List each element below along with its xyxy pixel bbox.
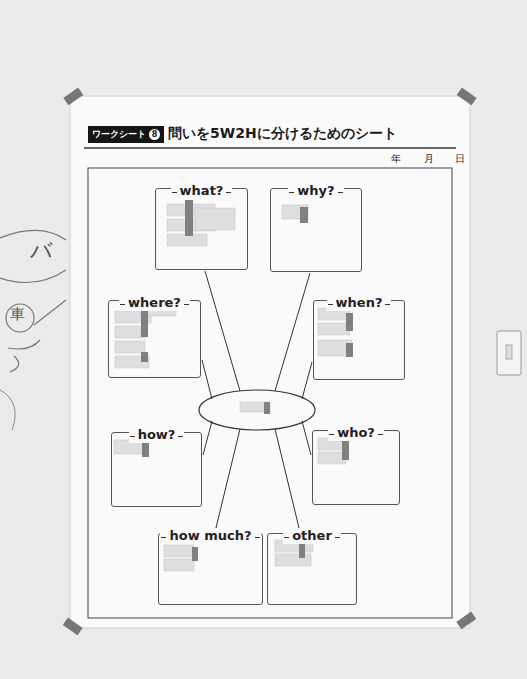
category-heading: other (283, 528, 341, 544)
marker-writing: バ (30, 236, 53, 266)
marker-writing: 車 (10, 305, 25, 324)
category-box: how? (111, 432, 202, 507)
category-heading: who? (328, 425, 384, 441)
date-field: 月 (424, 152, 434, 166)
heading-holder: what? (156, 180, 247, 199)
category-box: other (267, 533, 357, 605)
heading-holder: when? (314, 292, 404, 311)
category-box: who? (312, 430, 400, 505)
category-box: where? (108, 300, 201, 378)
heading-holder: how much? (159, 525, 262, 544)
category-heading: what? (171, 183, 233, 199)
heading-holder: where? (109, 292, 200, 311)
badge-number: 8 (149, 129, 160, 140)
heading-holder: how? (112, 424, 201, 443)
category-heading: where? (119, 295, 190, 311)
sheet-title: 問いを5W2Hに分けるためのシート (168, 125, 397, 143)
category-box: when? (313, 300, 405, 380)
date-field: 日 (455, 152, 465, 166)
category-heading: how? (129, 427, 185, 443)
category-heading: how much? (160, 528, 260, 544)
badge-text: ワークシート (92, 128, 146, 141)
category-box: what? (155, 188, 248, 270)
heading-holder: why? (271, 180, 361, 199)
worksheet-badge: ワークシート8 (88, 126, 164, 143)
heading-holder: who? (313, 422, 399, 441)
heading-holder: other (268, 525, 356, 544)
category-heading: when? (327, 295, 392, 311)
date-field: 年 (391, 152, 401, 166)
category-box: how much? (158, 533, 263, 605)
category-box: why? (270, 188, 362, 272)
category-heading: why? (288, 183, 343, 199)
